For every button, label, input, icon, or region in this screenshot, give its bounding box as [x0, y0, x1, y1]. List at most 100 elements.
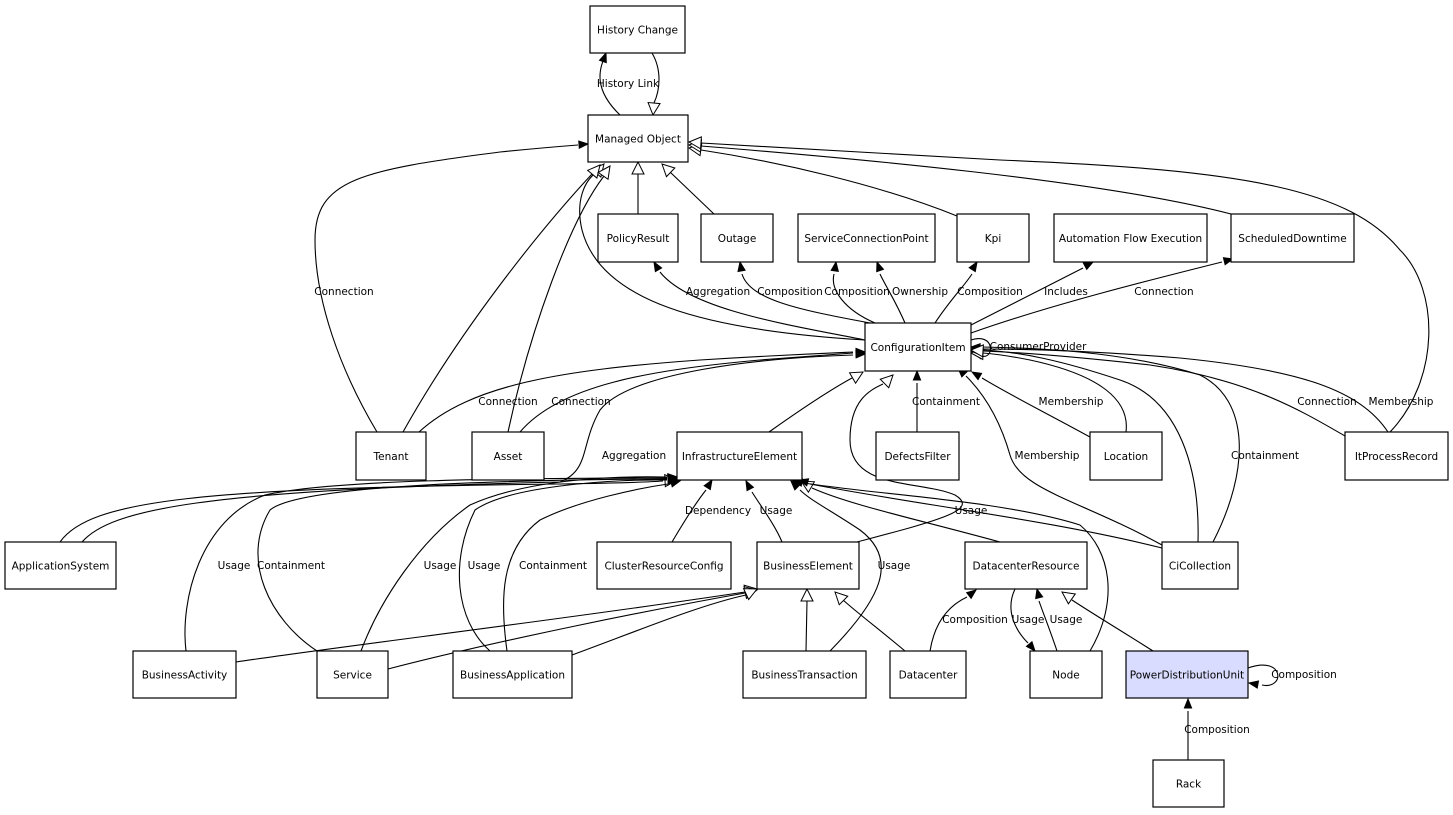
edge-outage-inherit: [661, 163, 715, 215]
node-box: [355, 431, 427, 481]
edge-node-usage-dcr: [1035, 587, 1058, 652]
edge-line: [418, 351, 854, 433]
node-box: [452, 650, 573, 699]
node-asset[interactable]: Asset: [471, 431, 545, 481]
edge-line: [799, 489, 882, 652]
node-rack[interactable]: Rack: [1152, 759, 1225, 808]
node-application-system[interactable]: ApplicationSystem: [4, 541, 117, 590]
inheritance-arrowhead: [742, 588, 759, 601]
edge-line: [842, 599, 906, 652]
edge-line: [571, 594, 747, 656]
node-box: [1161, 541, 1239, 590]
node-label: ItProcessRecord: [1355, 451, 1438, 463]
edge-line: [768, 377, 853, 433]
edge-label: Usage: [468, 560, 501, 572]
edge-label: Includes: [1044, 286, 1088, 298]
node-label: BusinessActivity: [142, 670, 228, 682]
edge-line: [1071, 599, 1154, 652]
node-box: [589, 5, 686, 54]
edge-line: [669, 171, 715, 215]
arrowhead: [968, 260, 978, 273]
node-box: [132, 650, 237, 699]
node-business-activity[interactable]: BusinessActivity: [132, 650, 237, 699]
edge-line: [579, 171, 866, 341]
node-datacenter[interactable]: Datacenter: [889, 650, 967, 699]
node-ci-collection[interactable]: CiCollection: [1161, 541, 1239, 590]
edge-line: [507, 175, 605, 433]
edge-line: [970, 338, 992, 357]
edge-itproc-connection: [969, 346, 1346, 437]
node-managed-object[interactable]: Managed Object: [587, 114, 689, 163]
edge-line: [965, 375, 1163, 546]
node-infrastructure-element[interactable]: InfrastructureElement: [676, 431, 803, 481]
inheritance-arrowhead: [879, 374, 894, 389]
node-business-transaction[interactable]: BusinessTransaction: [742, 650, 867, 699]
edge-label: Membership: [1039, 396, 1104, 408]
node-automation-flow-execution[interactable]: Automation Flow Execution: [1053, 213, 1208, 263]
node-business-application[interactable]: BusinessApplication: [452, 650, 573, 699]
edge-line: [803, 482, 1109, 652]
edge-itproc-inherit: [687, 136, 1430, 433]
edge-label: History Link: [597, 78, 660, 90]
node-policy-result[interactable]: PolicyResult: [597, 213, 679, 263]
edge-location-membership: [970, 371, 1091, 438]
node-it-process-record[interactable]: ItProcessRecord: [1344, 431, 1449, 481]
node-label: Automation Flow Execution: [1059, 233, 1202, 245]
inheritance-arrowhead: [834, 591, 849, 606]
edge-line: [1038, 600, 1058, 652]
node-box: [471, 431, 545, 481]
edge-history-link: [598, 51, 621, 116]
node-label: Node: [1052, 670, 1079, 682]
arrowhead: [737, 260, 746, 273]
node-outage[interactable]: Outage: [700, 213, 774, 263]
node-box: [316, 650, 389, 699]
edge-line: [832, 273, 876, 324]
node-defects-filter[interactable]: DefectsFilter: [875, 431, 960, 481]
node-label: CiCollection: [1169, 561, 1231, 573]
node-label: BusinessElement: [763, 561, 853, 573]
edge-label: Connection: [551, 396, 610, 408]
edge-ci-composition-kpi: [934, 260, 978, 324]
node-business-element[interactable]: BusinessElement: [756, 541, 860, 590]
inheritance-arrowhead: [661, 163, 676, 178]
node-cluster-resource-config[interactable]: ClusterResourceConfig: [596, 541, 732, 590]
node-label: Location: [1104, 451, 1148, 463]
node-box: [1230, 213, 1355, 263]
node-service[interactable]: Service: [316, 650, 389, 699]
arrowhead: [855, 349, 867, 359]
edge-cluster-dependency: [671, 478, 713, 543]
node-label: Rack: [1176, 779, 1202, 791]
node-service-connection-point[interactable]: ServiceConnectionPoint: [797, 213, 936, 263]
edge-ci-aggregation-policy: [653, 260, 866, 341]
node-label: History Change: [597, 25, 678, 37]
node-label: ConfigurationItem: [870, 342, 965, 354]
node-location[interactable]: Location: [1089, 431, 1163, 481]
node-label: ApplicationSystem: [12, 561, 110, 573]
edge-label: Containment: [1231, 450, 1299, 462]
edge-line: [360, 476, 668, 652]
edge-line: [387, 592, 746, 670]
edge-label: Composition: [1184, 724, 1250, 736]
edge-line: [981, 377, 1091, 438]
node-box: [676, 431, 803, 481]
edge-line: [1010, 588, 1029, 644]
edge-line: [982, 350, 1346, 437]
node-tenant[interactable]: Tenant: [355, 431, 427, 481]
edge-service-inherit-be: [387, 585, 759, 670]
node-node[interactable]: Node: [1029, 650, 1103, 699]
edge-label: Connection: [1134, 286, 1193, 298]
edge-dcr-usage-node: [1010, 588, 1036, 653]
node-configuration-item[interactable]: ConfigurationItem: [864, 322, 972, 372]
edge-line: [982, 352, 1127, 433]
edge-label: Containment: [257, 560, 325, 572]
node-history-change[interactable]: History Change: [589, 5, 686, 54]
edge-line: [970, 261, 1223, 334]
node-scheduled-downtime[interactable]: ScheduledDowntime: [1230, 213, 1355, 263]
node-datacenter-resource[interactable]: DatacenterResource: [964, 541, 1088, 590]
node-kpi[interactable]: Kpi: [956, 213, 1030, 263]
node-power-distribution-unit[interactable]: PowerDistributionUnit: [1125, 650, 1249, 699]
edge-appsys-aggregation-ci: [81, 349, 867, 543]
node-label: ServiceConnectionPoint: [804, 233, 928, 245]
edge-line: [982, 349, 1199, 543]
edge-kpi-inherit: [687, 142, 958, 217]
